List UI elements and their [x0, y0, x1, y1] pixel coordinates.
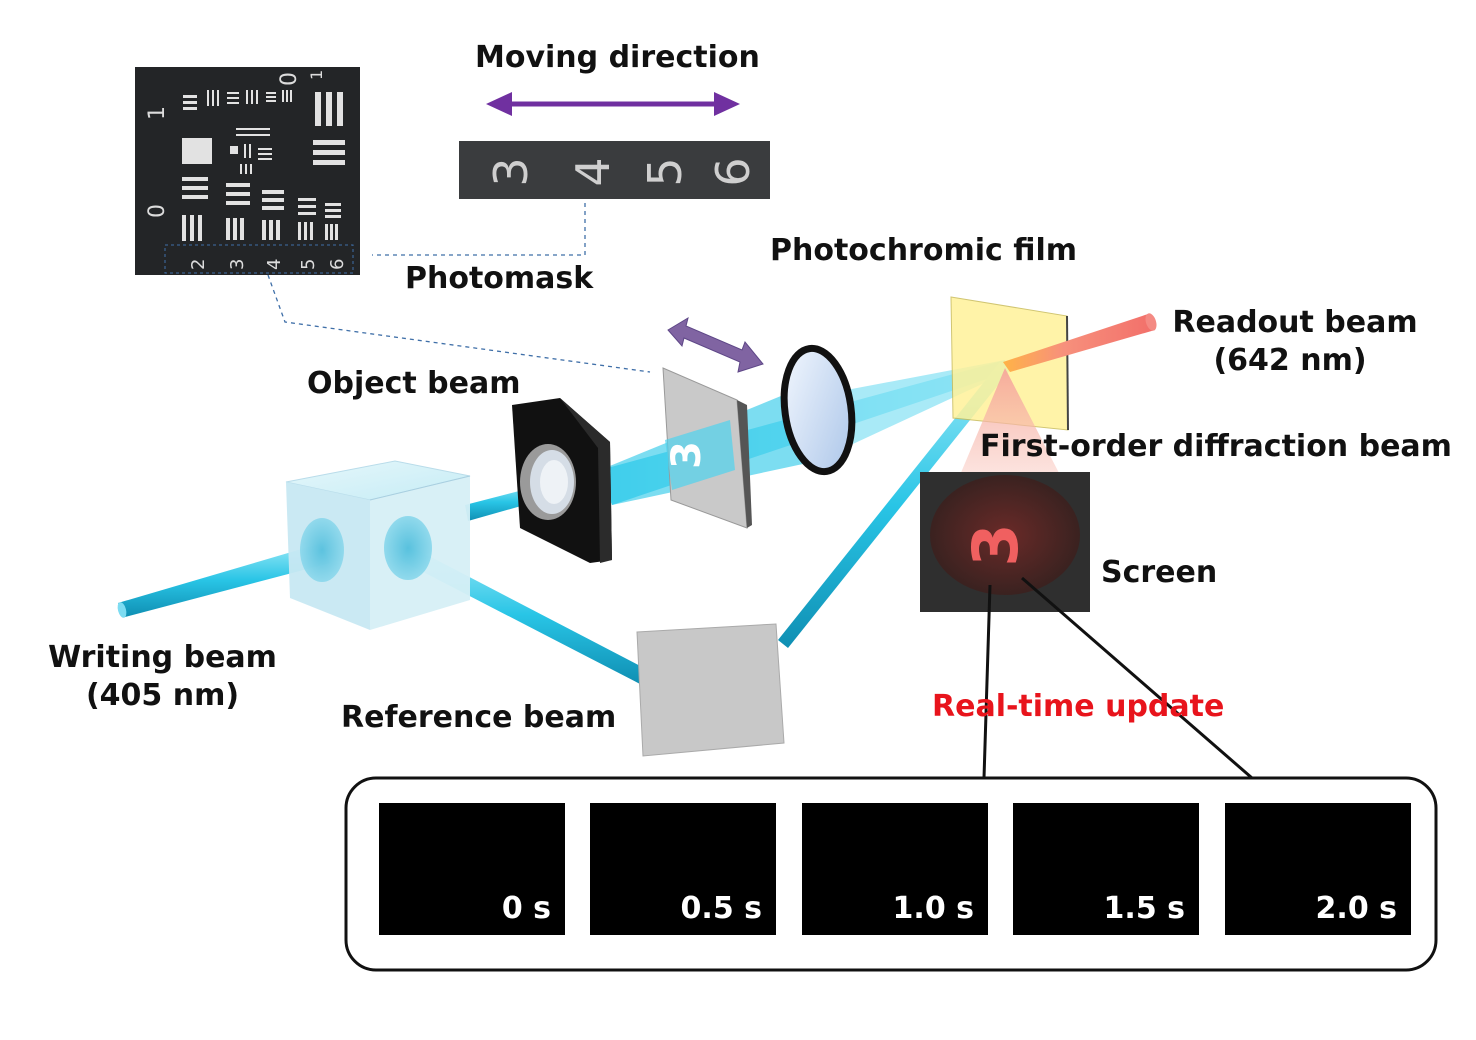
photomask-label: Photomask [405, 261, 594, 296]
beam-splitter-cube [285, 460, 471, 630]
mask-digit: 3 [664, 441, 710, 469]
time-frame: 3 [379, 803, 565, 935]
strip-digit: 6 [706, 157, 760, 186]
writing-beam [117, 543, 330, 618]
chart-digit: 0 [277, 72, 302, 86]
photomask-plate: 3 [662, 367, 752, 529]
strip-digit: 5 [638, 157, 692, 186]
chart-digit: 1 [145, 106, 170, 120]
time-frame-label: 0.5 s [680, 891, 762, 926]
chart-digit: 1 [307, 70, 326, 80]
first-order-diffraction-label: First-order diffraction beam [980, 429, 1452, 464]
readout-beam-label-line2: (642 nm) [1213, 343, 1367, 378]
chart-digit: 0 [145, 204, 170, 218]
time-frame: 4 [1013, 803, 1199, 935]
strip-digit: 3 [484, 157, 538, 186]
reference-beam-label: Reference beam [341, 700, 617, 735]
moving-direction-label: Moving direction [475, 40, 760, 75]
readout-beam-label-line1: Readout beam [1172, 305, 1418, 340]
time-frame-background [379, 803, 565, 935]
screen-label: Screen [1101, 555, 1218, 590]
time-frame-label: 0 s [501, 891, 551, 926]
time-frame-background [802, 803, 988, 935]
photomask-connector-lines [267, 203, 651, 373]
time-frame-background [1225, 803, 1411, 935]
chart-digit: 6 [327, 259, 348, 270]
chart-digit: 5 [298, 259, 319, 270]
photomask-strip: 3 4 5 6 [459, 141, 770, 199]
strip-digit: 4 [566, 157, 620, 186]
focusing-lens [780, 344, 856, 476]
realtime-update-label: Real-time update [932, 689, 1225, 724]
lens-holder [512, 398, 612, 563]
moving-direction-arrow [486, 92, 740, 116]
plate-moving-arrow [667, 316, 764, 373]
chart-digit: 3 [227, 259, 248, 270]
chart-digit: 2 [188, 259, 209, 270]
time-frame: 3 [590, 803, 776, 935]
reference-mirror [636, 623, 785, 757]
screen-digit: 3 [959, 523, 1032, 566]
readout-beam [1003, 314, 1155, 372]
writing-beam-label-line1: Writing beam [48, 640, 277, 675]
time-frame: 4 [1225, 803, 1411, 935]
time-frame-background [1013, 803, 1199, 935]
time-frame: 3 [802, 803, 988, 935]
time-frames-panel: 33344 [344, 776, 1438, 972]
time-frame-label: 2.0 s [1315, 891, 1397, 926]
object-beam-label: Object beam [307, 366, 521, 401]
chart-digit: 4 [264, 259, 285, 270]
photochromic-film-label: Photochromic film [770, 233, 1078, 268]
screen: 3 [920, 472, 1090, 612]
time-frame-label: 1.0 s [892, 891, 974, 926]
time-frame-background [590, 803, 776, 935]
writing-beam-label-line2: (405 nm) [85, 678, 240, 713]
time-frame-label: 1.5 s [1103, 891, 1185, 926]
diffraction-beam [960, 368, 1060, 475]
photomask-target-chart: 0 1 1 0 2 3 4 5 6 [135, 67, 360, 275]
